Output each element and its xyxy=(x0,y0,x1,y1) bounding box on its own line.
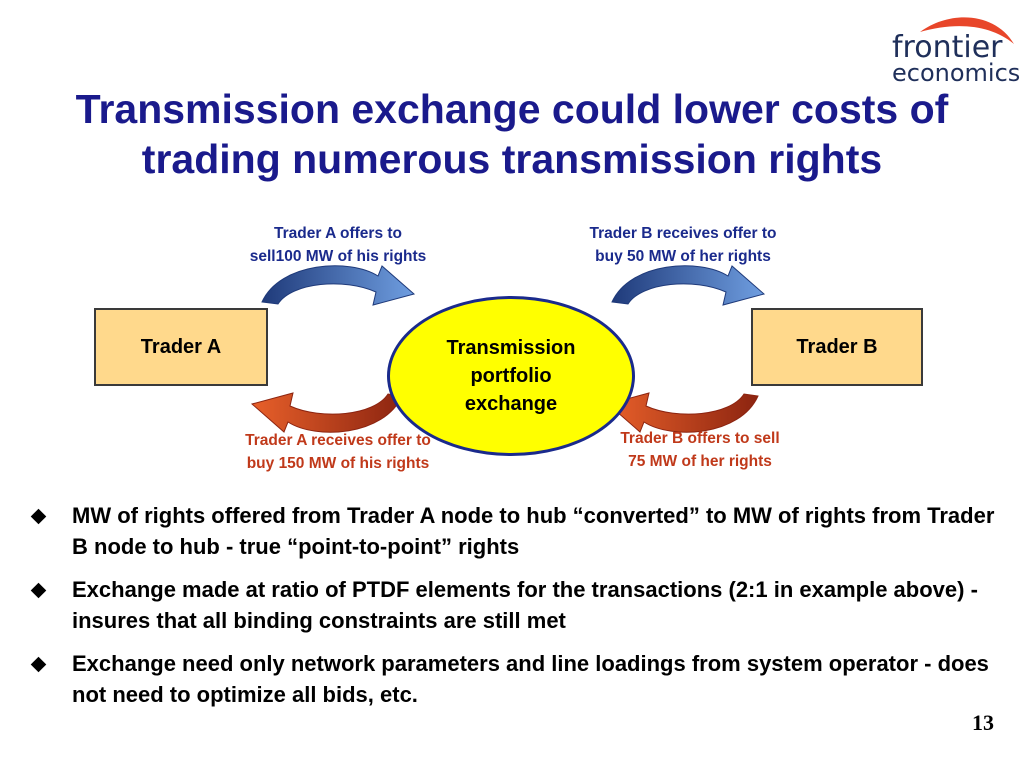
diamond-bullet-icon xyxy=(30,508,47,525)
caption-trader-b-receives: Trader B receives offer to buy 50 MW of … xyxy=(589,225,777,265)
logo-swoosh-icon xyxy=(920,17,1014,44)
exchange-hub: Transmission portfolio exchange xyxy=(387,296,635,456)
hub-line-3: exchange xyxy=(464,393,558,415)
caption-trader-b-offers: Trader B offers to sell 75 MW of her rig… xyxy=(620,430,780,470)
bullet-list: MW of rights offered from Trader A node … xyxy=(28,500,998,722)
arrow-b-to-exchange-icon xyxy=(606,392,759,433)
diamond-bullet-icon xyxy=(30,582,47,599)
logo-line-1: frontier xyxy=(892,30,1003,65)
diamond-bullet-icon xyxy=(30,656,47,673)
trader-a-box: Trader A xyxy=(94,308,268,386)
caption-trader-a-receives: Trader A receives offer to buy 150 MW of… xyxy=(245,432,431,472)
hub-line-2: portfolio xyxy=(470,365,552,387)
page-number: 13 xyxy=(972,710,994,735)
arrow-a-to-exchange-icon xyxy=(261,265,416,306)
logo-line-2: economics xyxy=(892,59,1021,87)
bullet-item: MW of rights offered from Trader A node … xyxy=(28,500,998,562)
bullet-item: Exchange made at ratio of PTDF elements … xyxy=(28,574,998,636)
bullet-item: Exchange need only network parameters an… xyxy=(28,648,998,710)
arrow-exchange-to-b-icon xyxy=(611,265,766,306)
trader-b-box: Trader B xyxy=(751,308,923,386)
hub-line-1: Transmission xyxy=(446,337,576,359)
arrow-exchange-to-a-icon xyxy=(250,392,403,433)
caption-trader-a-offers: Trader A offers to sell100 MW of his rig… xyxy=(249,225,427,265)
frontier-economics-logo: frontier economics xyxy=(880,14,1020,94)
slide-title: Transmission exchange could lower costs … xyxy=(75,86,949,182)
